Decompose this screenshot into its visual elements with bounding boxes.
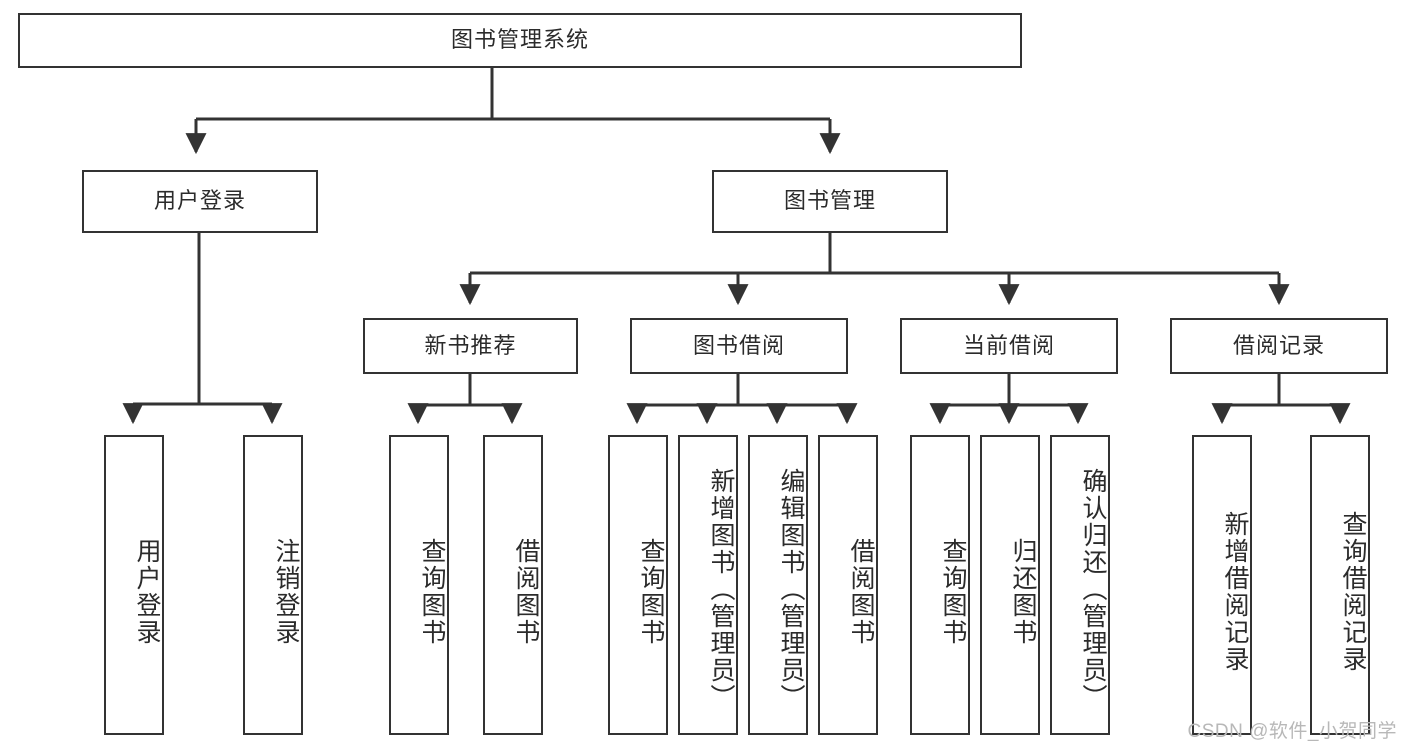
node-leaf-query-book-1[interactable]: 查询图书 xyxy=(389,435,449,735)
node-current-borrow-label: 当前借阅 xyxy=(962,332,1055,358)
node-leaf-borrow-book-1-label: 借阅图书 xyxy=(512,538,540,646)
node-borrow-record[interactable]: 借阅记录 xyxy=(1170,318,1388,374)
node-new-book-recommend[interactable]: 新书推荐 xyxy=(363,318,578,374)
node-book-management[interactable]: 图书管理 xyxy=(712,170,948,233)
node-leaf-query-book-3-label: 查询图书 xyxy=(939,538,967,646)
node-leaf-confirm-return-admin[interactable]: 确认归还（管理员） xyxy=(1050,435,1110,735)
node-root[interactable]: 图书管理系统 xyxy=(18,13,1022,68)
node-leaf-query-book-2[interactable]: 查询图书 xyxy=(608,435,668,735)
node-leaf-add-borrow-record-label: 新增借阅记录 xyxy=(1221,511,1249,673)
node-user-login[interactable]: 用户登录 xyxy=(82,170,318,233)
node-leaf-borrow-book-2[interactable]: 借阅图书 xyxy=(818,435,878,735)
node-leaf-edit-book-admin[interactable]: 编辑图书（管理员） xyxy=(748,435,808,735)
node-leaf-user-logout-label: 注销登录 xyxy=(272,538,300,646)
node-book-management-label: 图书管理 xyxy=(783,188,876,214)
node-leaf-user-login[interactable]: 用户登录 xyxy=(104,435,164,735)
node-leaf-return-book[interactable]: 归还图书 xyxy=(980,435,1040,735)
node-leaf-user-login-label: 用户登录 xyxy=(133,538,161,646)
node-leaf-user-logout[interactable]: 注销登录 xyxy=(243,435,303,735)
node-leaf-query-borrow-record-label: 查询借阅记录 xyxy=(1339,511,1367,673)
node-new-book-recommend-label: 新书推荐 xyxy=(424,332,517,358)
node-leaf-return-book-label: 归还图书 xyxy=(1009,538,1037,646)
node-leaf-add-book-admin[interactable]: 新增图书（管理员） xyxy=(678,435,738,735)
node-leaf-borrow-book-2-label: 借阅图书 xyxy=(847,538,875,646)
node-leaf-add-book-admin-label: 新增图书（管理员） xyxy=(707,467,735,711)
node-leaf-query-book-1-label: 查询图书 xyxy=(418,538,446,646)
node-borrow-record-label: 借阅记录 xyxy=(1232,332,1325,358)
node-book-borrow-label: 图书借阅 xyxy=(692,332,785,358)
node-leaf-query-borrow-record[interactable]: 查询借阅记录 xyxy=(1310,435,1370,735)
node-leaf-edit-book-admin-label: 编辑图书（管理员） xyxy=(777,467,805,711)
node-user-login-label: 用户登录 xyxy=(153,188,246,214)
node-leaf-confirm-return-admin-label: 确认归还（管理员） xyxy=(1079,467,1107,711)
watermark-text: CSDN @软件_小贺同学 xyxy=(1187,721,1397,742)
node-root-label: 图书管理系统 xyxy=(450,27,589,53)
node-leaf-query-book-2-label: 查询图书 xyxy=(637,538,665,646)
node-leaf-borrow-book-1[interactable]: 借阅图书 xyxy=(483,435,543,735)
node-leaf-add-borrow-record[interactable]: 新增借阅记录 xyxy=(1192,435,1252,735)
node-current-borrow[interactable]: 当前借阅 xyxy=(900,318,1118,374)
node-book-borrow[interactable]: 图书借阅 xyxy=(630,318,848,374)
node-leaf-query-book-3[interactable]: 查询图书 xyxy=(910,435,970,735)
